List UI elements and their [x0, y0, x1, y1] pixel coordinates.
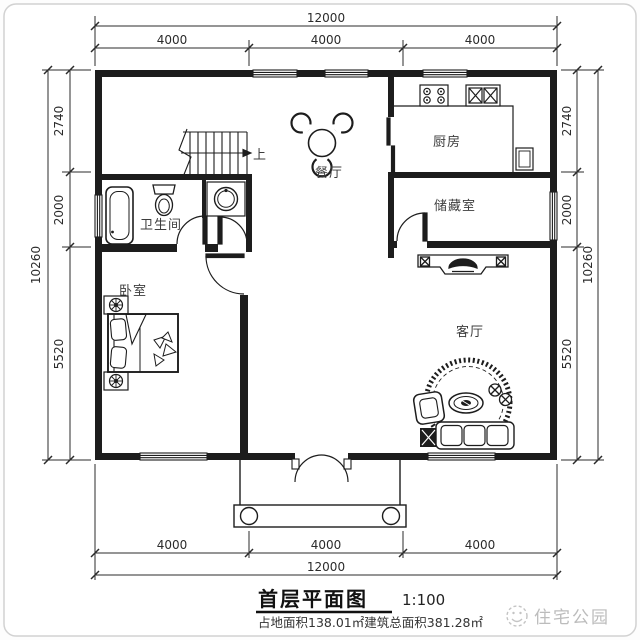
- dim-bottom-seg2: 4000: [311, 538, 342, 552]
- window-bedroom: [139, 452, 208, 461]
- floor-cushion: [488, 383, 513, 407]
- stairs: [178, 128, 253, 178]
- dim-left-seg3: 5520: [52, 339, 66, 370]
- dim-left-total: 10260: [29, 246, 43, 284]
- window-living: [427, 452, 496, 461]
- wall-kitchen-storage: [388, 172, 550, 178]
- room-label-storage: 储藏室: [434, 198, 476, 214]
- washbasin: [206, 181, 246, 217]
- window-kitchen: [422, 69, 468, 78]
- dining-chair: [332, 112, 354, 134]
- door-entrance-double: [291, 454, 352, 483]
- dim-bottom-seg1: 4000: [157, 538, 188, 552]
- dim-top-seg2: 4000: [311, 33, 342, 47]
- door-storage: [396, 212, 428, 242]
- dining-table: [307, 128, 337, 158]
- dim-top-seg3: 4000: [465, 33, 496, 47]
- double-bed: [107, 313, 179, 373]
- speaker-right: [495, 256, 507, 267]
- stairs-arrow: [242, 148, 253, 158]
- kitchen-appliance: [515, 147, 534, 171]
- page-border: [3, 3, 637, 637]
- doors: [176, 117, 428, 483]
- dim-top-seg1: 4000: [157, 33, 188, 47]
- dining-chair: [290, 112, 312, 134]
- kitchen-fittings: [394, 84, 534, 172]
- side-table: [420, 428, 437, 447]
- door-kitchen-sliding: [386, 117, 396, 173]
- tv-console: [417, 254, 509, 275]
- bathtub-inner: [109, 191, 130, 240]
- dim-right-seg2: 2000: [560, 195, 574, 226]
- wall-bathroom-right: [246, 174, 252, 252]
- wall-basin-separator: [202, 174, 206, 218]
- toilet: [152, 184, 176, 217]
- window-storage: [549, 191, 558, 241]
- entrance-porch: [233, 460, 407, 528]
- living-furniture: [412, 357, 515, 450]
- dim-right-seg3: 5520: [560, 339, 574, 370]
- nightstand-bottom: [103, 371, 129, 391]
- area-note: 占地面积138.01㎡建筑总面积381.28㎡: [258, 615, 483, 630]
- door-bathroom: [176, 215, 208, 245]
- wall-right: [550, 70, 557, 460]
- bed-ornament: [153, 331, 178, 367]
- bedroom-furniture: [103, 295, 179, 391]
- dimensions-left: [42, 65, 91, 465]
- dimensions-top: [90, 16, 562, 66]
- wall-stub: [388, 248, 394, 258]
- watermark-text: 住宅公园: [534, 608, 610, 628]
- kitchen-appliance-inner: [518, 150, 531, 168]
- wall-openings: [177, 117, 427, 461]
- dim-right-seg1: 2740: [560, 106, 574, 137]
- wall-left: [95, 70, 102, 460]
- room-label-bedroom: 卧室: [119, 283, 147, 299]
- room-label-living: 客厅: [456, 324, 484, 340]
- dim-left-seg1: 2740: [52, 106, 66, 137]
- bathtub-drain: [111, 230, 114, 234]
- blanket-fold: [125, 313, 147, 346]
- kitchen-sink: [465, 84, 501, 107]
- dimensions-bottom: [90, 464, 562, 580]
- wall-bathroom-bedroom: [99, 244, 252, 252]
- dim-bottom-total: 12000: [307, 560, 345, 574]
- stairs-up-label: 上: [253, 148, 267, 163]
- wall-bedroom-right: [240, 295, 248, 453]
- watermark-logo-icon: [506, 605, 528, 627]
- dim-bottom-seg3: 4000: [465, 538, 496, 552]
- drawing-title: 首层平面图: [258, 587, 368, 611]
- title-block: 首层平面图 1:100 占地面积138.01㎡建筑总面积381.28㎡: [256, 587, 483, 630]
- speaker-left: [419, 256, 431, 267]
- wall-storage-living: [388, 241, 550, 248]
- room-label-kitchen: 厨房: [433, 134, 461, 150]
- porch-column-left: [239, 506, 259, 526]
- room-label-bathroom: 卫生间: [140, 218, 182, 233]
- dim-top-total: 12000: [307, 11, 345, 25]
- window-dining-1: [252, 69, 298, 78]
- armchair: [412, 391, 446, 425]
- dim-right-total: 10260: [581, 246, 595, 284]
- windows: [94, 69, 558, 461]
- tv: [448, 258, 478, 269]
- watermark: 住宅公园: [506, 605, 610, 628]
- drawing-scale: 1:100: [402, 591, 445, 609]
- nightstand-top: [103, 295, 129, 315]
- dining-set: [290, 112, 354, 178]
- porch-column-right: [381, 506, 401, 526]
- wall-bathroom-top: [99, 174, 252, 180]
- door-bedroom: [205, 253, 245, 295]
- room-label-dining: 餐厅: [315, 165, 343, 181]
- dimensions-right: [561, 65, 604, 465]
- stove: [419, 84, 449, 107]
- sofa: [435, 421, 515, 450]
- coffee-table: [448, 392, 484, 414]
- window-dining-2: [324, 69, 369, 78]
- window-bathroom: [94, 194, 103, 238]
- dim-left-seg2: 2000: [52, 195, 66, 226]
- bathroom-fixtures: [105, 181, 246, 245]
